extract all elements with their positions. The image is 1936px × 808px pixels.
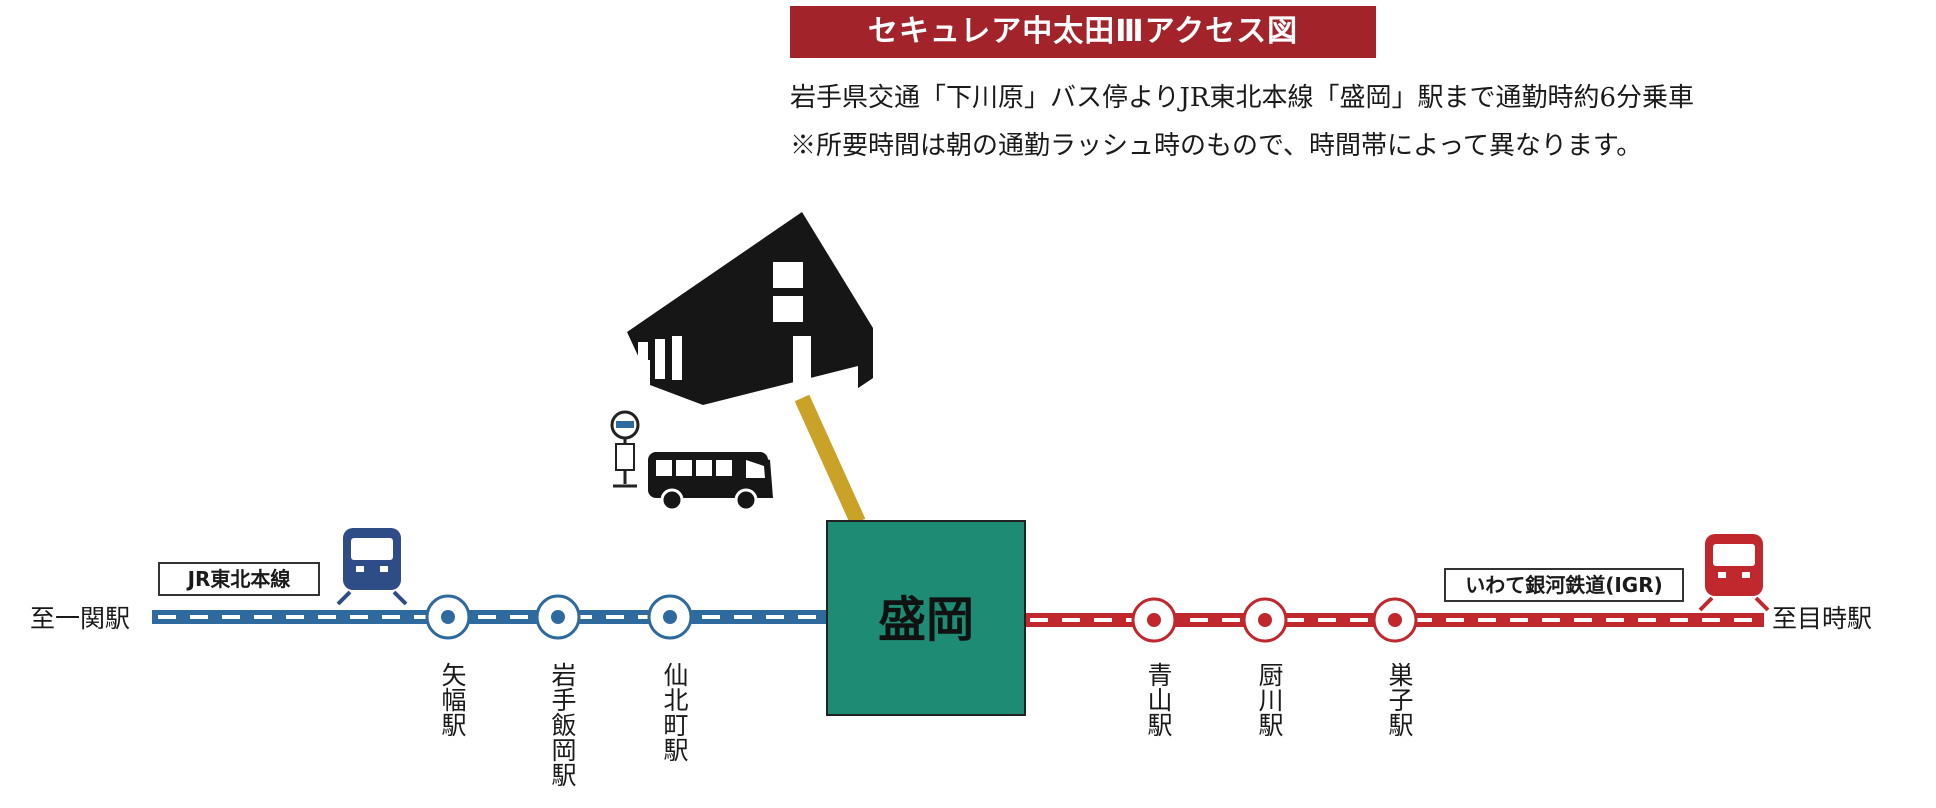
house-icon (627, 212, 873, 405)
terminus-right: 至目時駅 (1772, 604, 1873, 633)
station-label: 矢幅駅 (438, 662, 467, 737)
line-name-igr: いわて銀河鉄道(IGR) (1444, 568, 1684, 602)
station-marker (1372, 597, 1418, 643)
house-to-station-connector (794, 394, 866, 526)
station-marker (647, 594, 693, 640)
station-marker (1242, 597, 1288, 643)
access-description: 岩手県交通「下川原」バス停よりJR東北本線「盛岡」駅まで通勤時約6分乗車 (790, 83, 1695, 113)
station-label: 巣子駅 (1385, 662, 1414, 737)
hub-station-morioka: 盛岡 (826, 520, 1026, 716)
line-name-jr-tohoku: JR東北本線 (158, 562, 320, 596)
diagram-title: セキュレア中太田Ⅲアクセス図 (790, 6, 1376, 58)
bus-icon (648, 452, 773, 512)
station-marker (535, 594, 581, 640)
station-marker (425, 594, 471, 640)
station-label: 厨川駅 (1255, 662, 1284, 737)
station-label: 仙北町駅 (660, 662, 689, 762)
station-marker (1131, 597, 1177, 643)
station-label: 岩手飯岡駅 (548, 662, 577, 787)
terminus-left: 至一関駅 (30, 604, 131, 633)
bus-stop-icon (610, 410, 640, 488)
train-icon (1698, 534, 1770, 612)
train-icon (336, 528, 408, 606)
station-label: 青山駅 (1144, 662, 1173, 737)
access-note: ※所要時間は朝の通勤ラッシュ時のもので、時間帯によって異なります。 (790, 131, 1643, 161)
